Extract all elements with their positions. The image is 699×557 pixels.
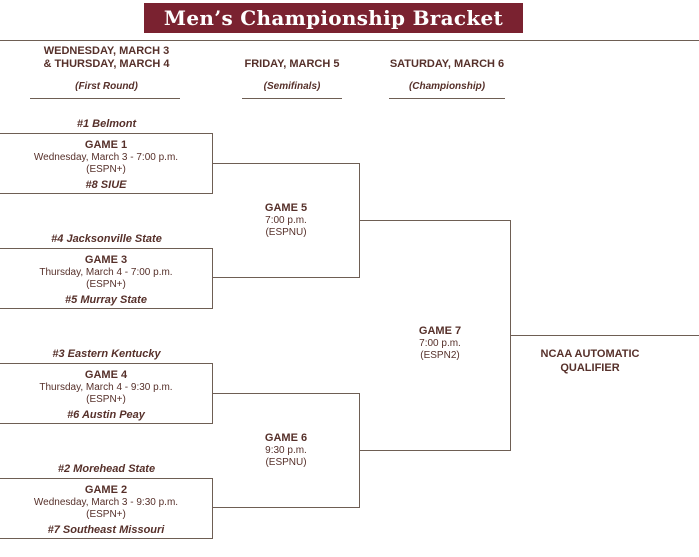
championship-underline [389,98,505,99]
column-header-semifinals: FRIDAY, MARCH 5 [244,58,340,70]
team-label-bottom: #7 Southeast Missouri [47,524,165,536]
game-title: GAME 2 [84,484,128,496]
game-title: GAME 4 [84,369,128,381]
semifinals-underline [242,98,342,99]
game-schedule: Wednesday, March 3 - 7:00 p.m. [33,152,179,163]
header-divider-line [0,40,699,41]
semifinal-game5-box: GAME 5 7:00 p.m. (ESPNU) [213,163,360,278]
game-network: (ESPN+) [86,279,126,290]
game-time: 7:00 p.m. [419,338,461,349]
column-header-first-round: WEDNESDAY, MARCH 3 & THURSDAY, MARCH 4 [0,45,213,71]
champion-winner-line [510,335,699,336]
ncaa-automatic-qualifier-label: NCAA AUTOMATIC QUALIFIER [515,347,665,375]
column-subheader-first-round: (First Round) [75,81,138,92]
game-title: GAME 1 [84,139,128,151]
game-3-box: GAME 3 Thursday, March 4 - 7:00 p.m. (ES… [0,248,213,309]
game-network: (ESPN+) [86,509,126,520]
semifinal-game6-box: GAME 6 9:30 p.m. (ESPNU) [213,393,360,508]
column-subheader-semifinals: (Semifinals) [263,81,321,92]
game-info: GAME 2 Wednesday, March 3 - 9:30 p.m. (E… [0,484,212,521]
team-label-top: #3 Eastern Kentucky [52,348,161,360]
game-2-box: GAME 2 Wednesday, March 3 - 9:30 p.m. (E… [0,478,213,539]
game-schedule: Thursday, March 4 - 7:00 p.m. [39,267,173,278]
game-1-box: GAME 1 Wednesday, March 3 - 7:00 p.m. (E… [0,133,213,194]
game-info: GAME 1 Wednesday, March 3 - 7:00 p.m. (E… [0,139,212,176]
column-header-line1: WEDNESDAY, MARCH 3 [43,45,170,57]
game-network: (ESPN+) [86,164,126,175]
game-network: (ESPNU) [265,227,307,238]
game-info: GAME 4 Thursday, March 4 - 9:30 p.m. (ES… [0,369,212,406]
qualifier-label-line1: NCAA AUTOMATIC [540,348,640,360]
game-4-box: GAME 4 Thursday, March 4 - 9:30 p.m. (ES… [0,363,213,424]
column-header-line2: & THURSDAY, MARCH 4 [43,58,170,70]
column-header-championship: SATURDAY, MARCH 6 [389,58,505,70]
team-label-top: #4 Jacksonville State [51,233,162,245]
qualifier-label-line2: QUALIFIER [560,362,620,374]
game-time: 9:30 p.m. [265,445,307,456]
page-title: Men’s Championship Bracket [163,6,504,30]
game-network: (ESPN+) [86,394,126,405]
first-round-underline [30,98,180,99]
game-schedule: Wednesday, March 3 - 9:30 p.m. [33,497,179,508]
game5-winner-line [359,220,511,221]
title-bar: Men’s Championship Bracket [144,3,523,33]
game-title: GAME 7 [418,325,462,337]
game-info: GAME 3 Thursday, March 4 - 7:00 p.m. (ES… [0,254,212,291]
game-title: GAME 3 [84,254,128,266]
game-title: GAME 6 [264,432,308,444]
team-label-top: #2 Morehead State [57,463,156,475]
team-label-bottom: #8 SIUE [85,179,127,191]
game-time: 7:00 p.m. [265,215,307,226]
game-network: (ESPNU) [265,457,307,468]
game-title: GAME 5 [264,202,308,214]
game6-winner-line [359,450,511,451]
team-label-top: #1 Belmont [76,118,137,130]
team-label-bottom: #6 Austin Peay [67,409,145,421]
game-network: (ESPN2) [420,350,460,361]
team-label-bottom: #5 Murray State [65,294,147,306]
championship-game-info: GAME 7 7:00 p.m. (ESPN2) [375,325,505,362]
column-subheader-championship: (Championship) [408,81,486,92]
game-schedule: Thursday, March 4 - 9:30 p.m. [39,382,173,393]
